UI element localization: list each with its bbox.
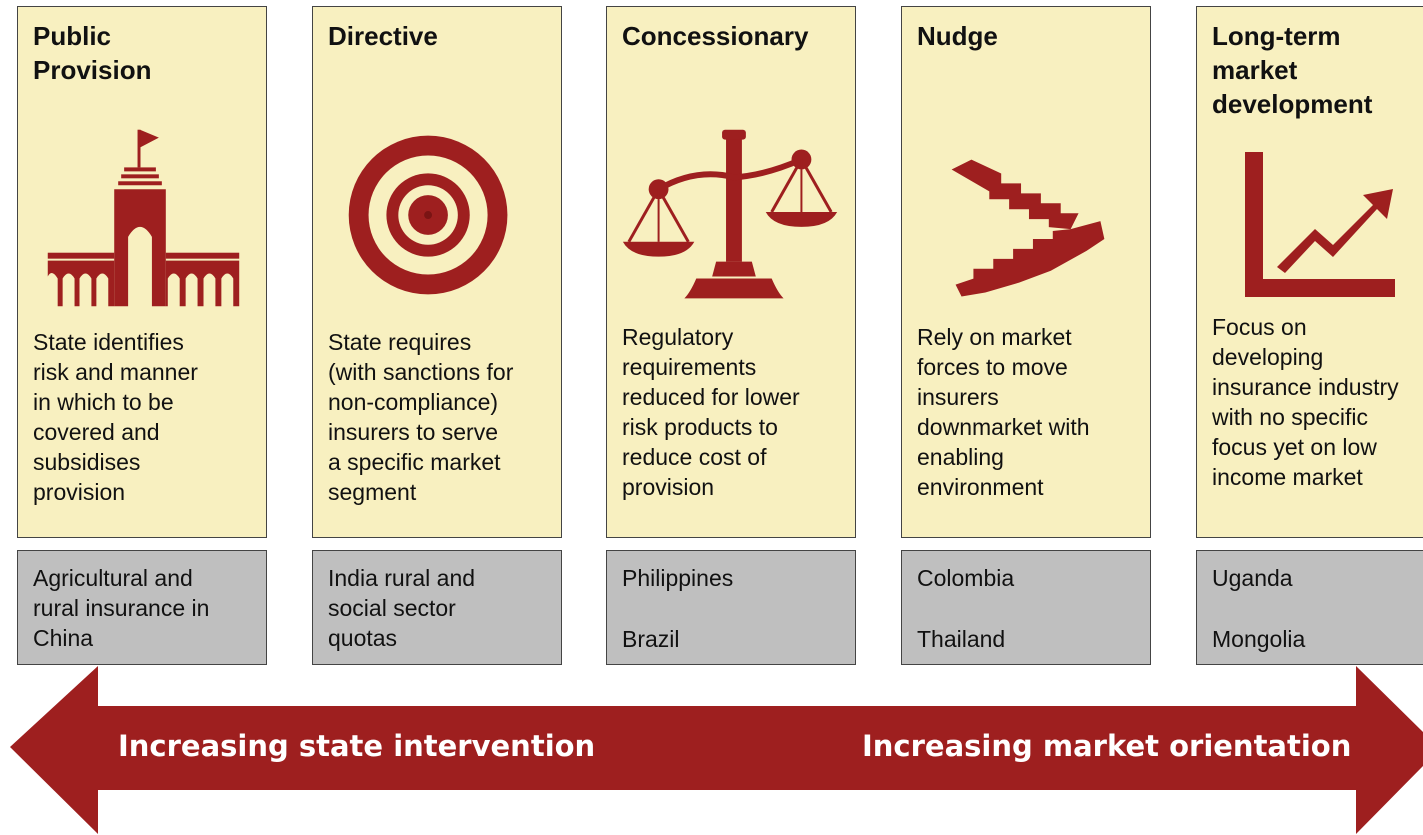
growth-chart-icon bbox=[1245, 152, 1395, 297]
example-box-long-term: Uganda Mongolia bbox=[1196, 550, 1423, 665]
card-title: Public Provision bbox=[33, 21, 152, 85]
example-box-directive: India rural and social sector quotas bbox=[312, 550, 562, 665]
card-long-term-market-development: Long-term market development Focus on de… bbox=[1196, 6, 1423, 538]
card-description: Rely on market forces to move insurers d… bbox=[917, 324, 1090, 500]
example-box-public-provision: Agricultural and rural insurance in Chin… bbox=[17, 550, 267, 665]
card-nudge: Nudge Rely on market forces to move insu… bbox=[901, 6, 1151, 538]
card-directive: Directive State requires (with sanctions… bbox=[312, 6, 562, 538]
card-title: Directive bbox=[328, 21, 438, 51]
monument-icon bbox=[47, 129, 240, 307]
arrow-label-state-intervention: Increasing state intervention bbox=[118, 729, 596, 763]
arrow-label-market-orientation: Increasing market orientation bbox=[862, 729, 1352, 763]
example-text: Mongolia bbox=[1212, 626, 1306, 652]
card-description: State identifies risk and manner in whic… bbox=[33, 329, 198, 505]
example-text: India rural and social sector quotas bbox=[328, 565, 476, 651]
card-public-provision: Public Provision State identifies risk a… bbox=[17, 6, 267, 538]
example-text: Thailand bbox=[917, 626, 1006, 652]
card-title: Nudge bbox=[917, 21, 998, 51]
example-box-nudge: Colombia Thailand bbox=[901, 550, 1151, 665]
card-title: Concessionary bbox=[622, 21, 809, 51]
example-text: Agricultural and rural insurance in Chin… bbox=[33, 565, 210, 651]
example-text: Philippines bbox=[622, 565, 734, 591]
example-text: Uganda bbox=[1212, 565, 1293, 591]
stairs-icon bbox=[951, 159, 1105, 297]
double-arrow bbox=[10, 666, 1423, 834]
card-description: Regulatory requirements reduced for lowe… bbox=[622, 324, 800, 500]
card-description: Focus on developing insurance industry w… bbox=[1212, 314, 1399, 490]
target-icon bbox=[348, 135, 508, 295]
example-box-concessionary: Philippines Brazil bbox=[606, 550, 856, 665]
card-title: Long-term market development bbox=[1212, 21, 1373, 119]
card-concessionary: Concessionary Regulatory requirements re… bbox=[606, 6, 856, 538]
example-text: Colombia bbox=[917, 565, 1015, 591]
card-description: State requires (with sanctions for non-c… bbox=[328, 329, 514, 505]
example-text: Brazil bbox=[622, 626, 680, 652]
scales-icon bbox=[622, 129, 838, 299]
